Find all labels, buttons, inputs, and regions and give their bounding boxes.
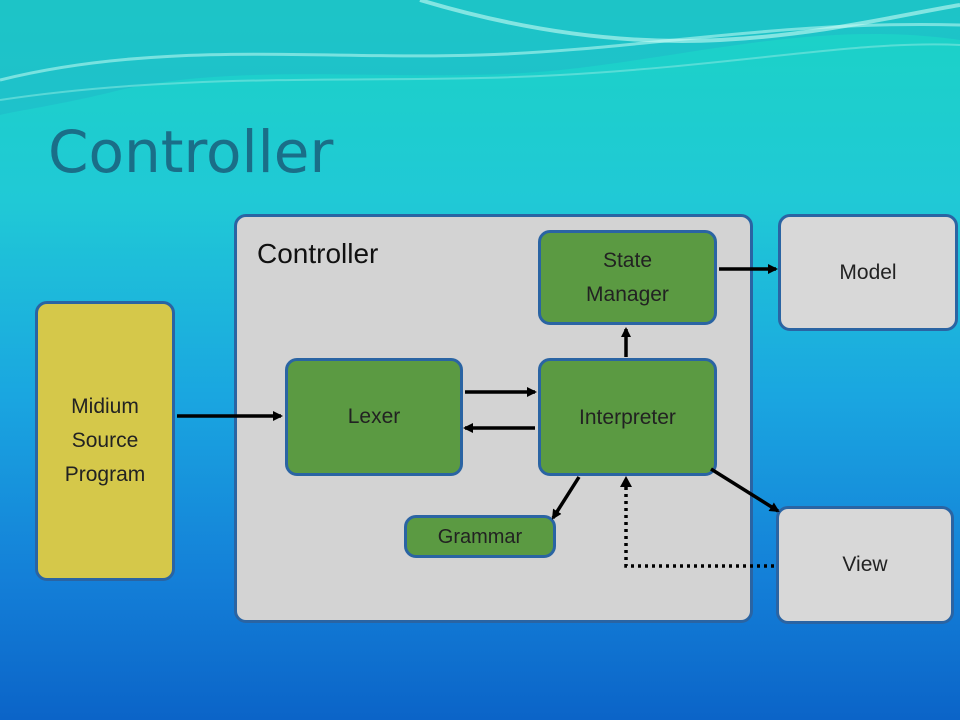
background-waves (0, 0, 960, 115)
view-node: View (776, 506, 954, 624)
grammar-node: Grammar (404, 515, 556, 558)
view-label: View (842, 553, 888, 576)
source-line-1: Midium (71, 395, 139, 418)
interpreter-node: Interpreter (538, 358, 717, 476)
grammar-label: Grammar (437, 525, 523, 548)
controller-frame-label: Controller (257, 238, 379, 269)
model-label: Model (839, 260, 897, 284)
state-manager-node: State Manager (538, 230, 717, 325)
lexer-label: Lexer (347, 405, 401, 428)
state-manager-line-1: State (602, 248, 653, 272)
source-line-2: Source (71, 429, 139, 452)
interpreter-label: Interpreter (579, 406, 676, 429)
state-manager-line-2: Manager (586, 282, 669, 306)
slide-title: Controller (48, 118, 334, 186)
lexer-node: Lexer (285, 358, 463, 476)
source-line-3: Program (64, 463, 146, 486)
model-node: Model (778, 214, 958, 331)
source-program-node: Midium Source Program (35, 301, 175, 581)
